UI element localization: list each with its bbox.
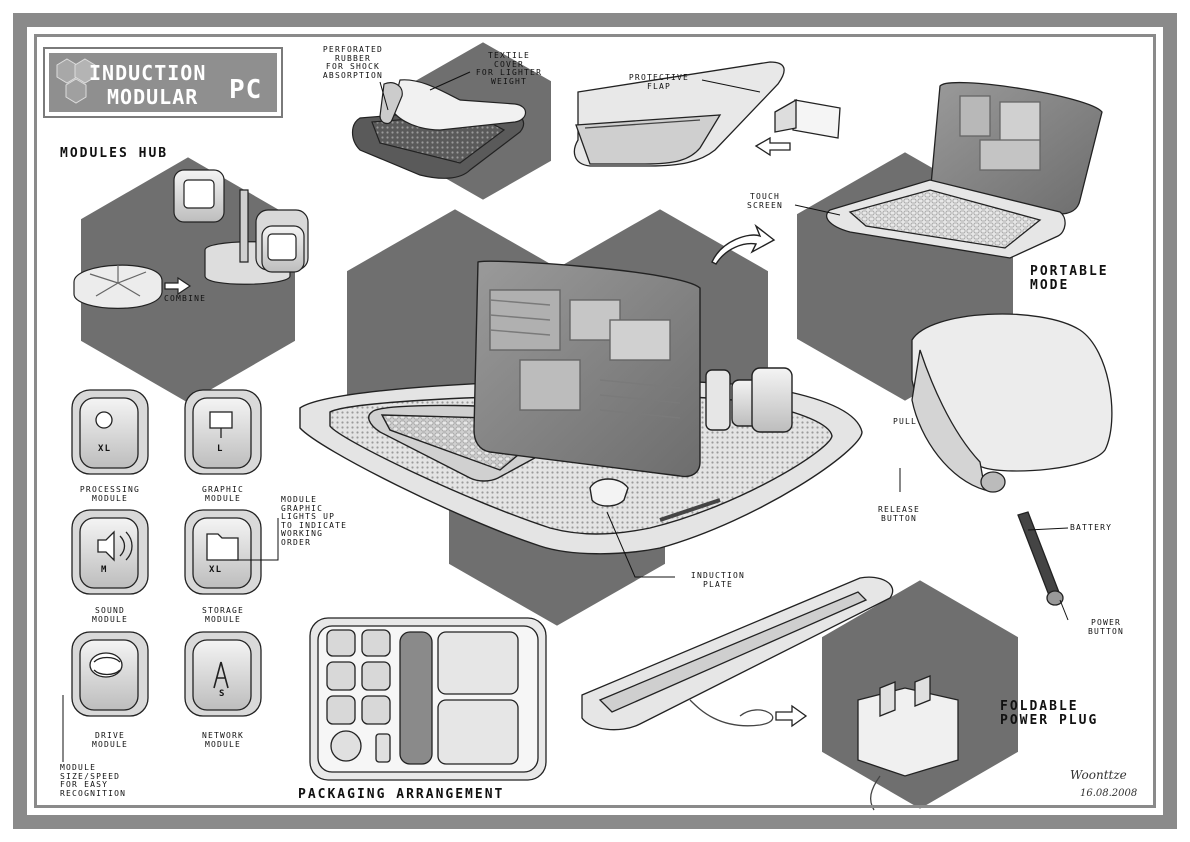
- sound-size-badge: M: [101, 565, 108, 575]
- size-speed-callout: MODULE SIZE/SPEED FOR EASY RECOGNITION: [60, 763, 127, 798]
- folder-icon: [206, 533, 239, 561]
- portable-mode-heading-line-2: MODE: [1030, 278, 1070, 293]
- touch-screen-callout: TOUCH SCREEN: [746, 192, 784, 210]
- signature-date: 16.08.2008: [1080, 788, 1138, 799]
- sound-module-label: SOUND MODULE: [91, 606, 129, 624]
- induction-plate-callout: INDUCTION PLATE: [690, 571, 746, 589]
- drive-module-label: DRIVE MODULE: [91, 731, 129, 749]
- hexagon-logo-icon: [56, 58, 96, 104]
- power-plug-heading-line-1: FOLDABLE: [1000, 699, 1079, 714]
- cover-drawing: [351, 79, 527, 179]
- title-line-1: INDUCTION: [89, 61, 207, 85]
- speaker-icon: [97, 530, 115, 562]
- network-size-badge: S: [219, 689, 226, 699]
- plug-arrow: [775, 704, 808, 728]
- power-plug-heading-line-2: POWER PLUG: [1000, 713, 1099, 728]
- module-tiles: [71, 389, 262, 717]
- network-module-label: NETWORK MODULE: [201, 731, 245, 749]
- modules-hub-heading: MODULES HUB: [60, 146, 169, 161]
- title-background: INDUCTION MODULAR PC: [49, 53, 277, 112]
- outer-border: [13, 13, 1177, 829]
- combine-label: COMBINE: [164, 294, 207, 303]
- storage-size-badge: XL: [209, 565, 223, 575]
- perforated-rubber-callout: PERFORATED RUBBER FOR SHOCK ABSORPTION: [322, 45, 384, 80]
- folded-device-drawing: [911, 313, 1113, 606]
- leader-lines: [62, 71, 1069, 762]
- textile-cover-callout: TEXTILE COVER FOR LIGHTER WEIGHT: [475, 51, 543, 86]
- portable-mode-heading-line-1: PORTABLE: [1030, 264, 1109, 279]
- insert-arrow: [754, 136, 791, 157]
- protective-flap-drawing: [573, 61, 841, 167]
- graphic-lights-callout: MODULE GRAPHIC LIGHTS UP TO INDICATE WOR…: [281, 495, 348, 547]
- modules-hub-drawing: [73, 169, 309, 309]
- processing-size-badge: XL: [98, 444, 112, 454]
- signature-name: Woonttze: [1070, 768, 1127, 782]
- packaging-tray-drawing: [309, 617, 547, 781]
- storage-module-label: STORAGE MODULE: [201, 606, 245, 624]
- graphic-module-label: GRAPHIC MODULE: [201, 485, 245, 503]
- induction-plate-drawing: [299, 223, 863, 555]
- antenna-icon: [213, 661, 229, 689]
- pull-label: PULL: [893, 417, 918, 426]
- title-line-2: MODULAR: [107, 85, 199, 109]
- title-suffix: PC: [229, 75, 263, 105]
- power-button-callout: POWER BUTTON: [1087, 618, 1125, 636]
- release-button-callout: RELEASE BUTTON: [877, 505, 921, 523]
- processing-module-label: PROCESSING MODULE: [79, 485, 141, 503]
- protective-flap-callout: PROTECTIVE FLAP: [628, 73, 690, 91]
- packaging-heading: PACKAGING ARRANGEMENT: [298, 787, 505, 802]
- transform-arrow: [711, 223, 776, 265]
- processor-icon: [95, 411, 113, 429]
- battery-label: BATTERY: [1070, 523, 1113, 532]
- graphic-size-badge: L: [217, 444, 224, 454]
- combine-arrow: [164, 276, 192, 296]
- portable-device-drawing: [826, 81, 1103, 259]
- title-panel: INDUCTION MODULAR PC: [43, 47, 283, 118]
- inner-border: [34, 34, 1156, 808]
- power-plug-drawing: [581, 576, 959, 811]
